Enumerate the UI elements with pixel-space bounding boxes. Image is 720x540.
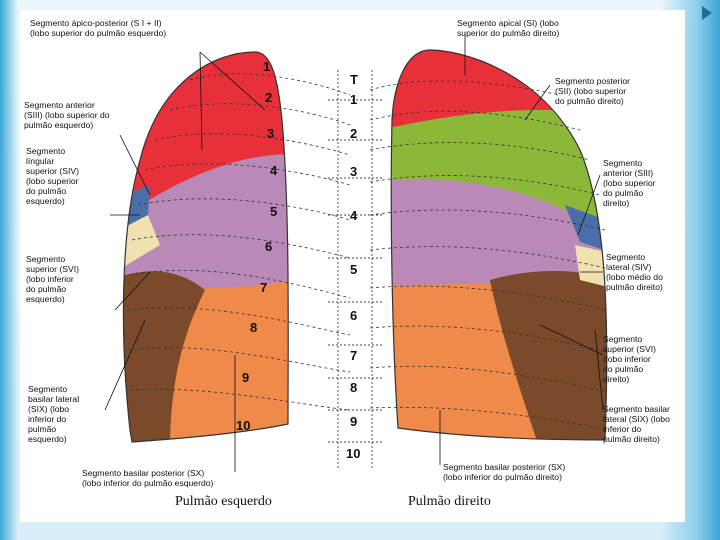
rib-number-9: 9 — [242, 370, 249, 385]
vertebra-number-3: 3 — [350, 164, 357, 179]
label-apico-posterior-left: Segmento ápico-posterior (S I + II) (lob… — [30, 18, 167, 38]
rib-number-4: 4 — [270, 163, 278, 178]
rib-number-5: 5 — [270, 204, 277, 219]
rib-number-6: 6 — [265, 239, 272, 254]
vertebra-number-group: T 1 2 3 4 5 6 7 8 9 10 — [346, 72, 360, 461]
caption-left-lung: Pulmão esquerdo — [175, 494, 272, 509]
slide-corner-arrow-icon — [702, 6, 712, 20]
leader-lines — [104, 32, 604, 472]
left-basilar-lateral-region — [123, 271, 205, 442]
label-anterior-left: Segmento anterior (SIII) (lobo superior … — [24, 100, 110, 130]
vertebra-number-10: 10 — [346, 446, 360, 461]
rib-lines — [127, 73, 609, 431]
label-basilar-lateral-left: Segmento basilar lateral (SIX) (lobo inf… — [28, 384, 80, 444]
label-basilar-lateral-right: Segmento basilar lateral (SIX) (lobo inf… — [603, 404, 670, 444]
left-lung-outline — [122, 51, 289, 443]
right-anterior-cream-region — [575, 245, 607, 290]
label-apical-right: Segmento apical (SI) (lobo superior do p… — [457, 18, 560, 38]
vertebra-number-4: 4 — [350, 208, 358, 223]
label-superior-right: Segmento superior (SVI) (lobo inferior d… — [603, 334, 657, 384]
label-basilar-posterior-right: Segmento basilar posterior (SX) (lobo in… — [443, 462, 566, 482]
right-basilar-lateral-region — [490, 270, 607, 440]
right-lateral-region — [391, 179, 607, 285]
label-lingular-superior-left: Segmento língular superior (SIV) (lobo s… — [26, 146, 80, 206]
vertebra-number-2: 2 — [350, 126, 357, 141]
left-lingular-region — [123, 154, 289, 288]
left-anterior-cream-region — [123, 215, 160, 275]
label-basilar-posterior-left: Segmento basilar posterior (SX) (lobo in… — [82, 468, 214, 488]
vertebra-label-t: T — [350, 72, 358, 87]
vertebra-number-5: 5 — [350, 262, 357, 277]
vertebra-number-1: 1 — [350, 92, 357, 107]
rib-number-2: 2 — [265, 90, 272, 105]
label-posterior-right: Segmento posterior (SII) (lobo superior … — [555, 76, 630, 106]
rib-number-7: 7 — [260, 280, 267, 295]
label-anterior-right: Segmento anterior (SIII) (lobo superior … — [603, 158, 656, 208]
right-lung-outline — [390, 49, 608, 441]
rib-number-group: 1 2 3 4 5 6 7 8 9 10 — [236, 59, 278, 433]
vertebra-number-9: 9 — [350, 414, 357, 429]
vertebra-number-7: 7 — [350, 348, 357, 363]
slide-left-edge — [0, 0, 18, 540]
lung-segments-figure: 1 2 3 4 5 6 7 8 9 10 T 1 2 3 4 5 6 7 8 9… — [20, 10, 685, 522]
right-posterior-region — [391, 110, 607, 250]
vertebra-number-6: 6 — [350, 308, 357, 323]
rib-number-1: 1 — [263, 59, 270, 74]
rib-number-8: 8 — [250, 320, 257, 335]
spine-outline — [328, 70, 382, 470]
label-lateral-right: Segmento lateral (SIV) (lobo médio do pu… — [606, 252, 663, 292]
vertebra-number-8: 8 — [350, 380, 357, 395]
rib-number-3: 3 — [267, 126, 274, 141]
label-superior-left: Segmento superior (SVI) (lobo inferior d… — [26, 254, 80, 304]
rib-number-10: 10 — [236, 418, 250, 433]
caption-right-lung: Pulmão direito — [408, 494, 491, 509]
lung-illustration: 1 2 3 4 5 6 7 8 9 10 T 1 2 3 4 5 6 7 8 9… — [104, 32, 609, 472]
